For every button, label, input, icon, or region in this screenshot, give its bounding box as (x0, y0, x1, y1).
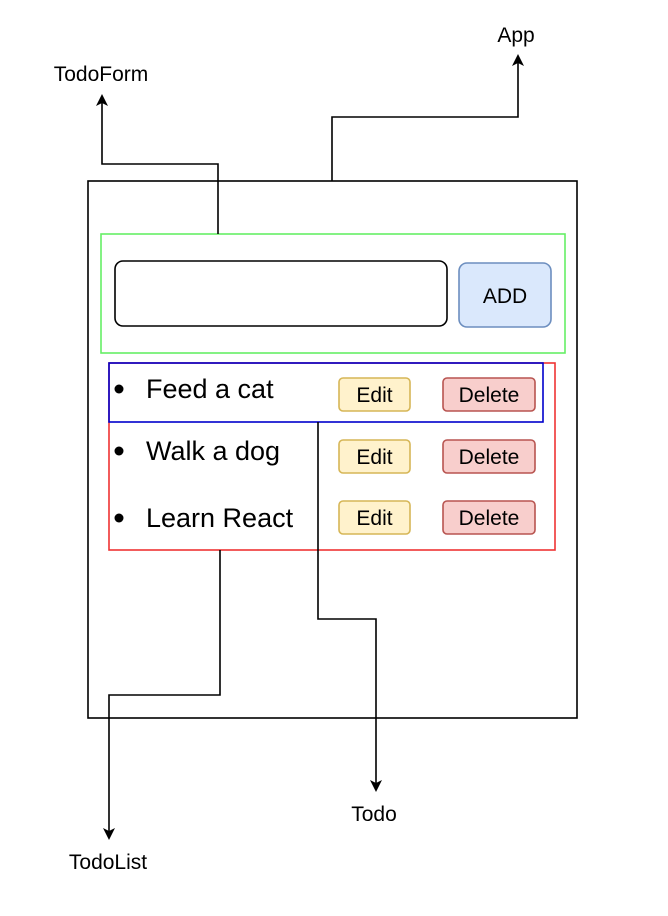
delete-button[interactable]: Delete (442, 500, 536, 535)
edit-button[interactable]: Edit (338, 439, 411, 474)
todo-text: Learn React (146, 503, 294, 533)
todo-form-label: TodoForm (54, 63, 149, 86)
todo-text: Walk a dog (146, 436, 280, 466)
todo-label: Todo (351, 803, 397, 826)
todo-list-label: TodoList (69, 851, 147, 874)
delete-button[interactable]: Delete (442, 377, 536, 412)
todo-form-connector-arrow (96, 94, 219, 234)
todo-item-box (108, 362, 544, 423)
app-label: App (497, 24, 534, 47)
bullet-icon (114, 384, 124, 394)
bullet-icon (114, 513, 124, 523)
edit-button[interactable]: Edit (338, 500, 411, 535)
todo-list-connector-arrow (103, 550, 221, 840)
edit-button-label: Edit (356, 384, 392, 407)
delete-button-label: Delete (459, 446, 520, 469)
add-button-label: ADD (483, 285, 527, 308)
edit-button-label: Edit (356, 507, 392, 530)
list-item: Learn React Edit Delete (114, 500, 536, 535)
app-connector-arrow (331, 54, 524, 181)
list-item: Feed a cat Edit Delete (114, 374, 536, 412)
add-button[interactable]: ADD (458, 262, 552, 328)
todo-form-box (100, 233, 566, 354)
todo-input[interactable] (114, 260, 448, 327)
delete-button-label: Delete (459, 384, 520, 407)
bullet-icon (114, 446, 124, 456)
todo-text: Feed a cat (146, 374, 274, 404)
todo-connector-arrow (317, 422, 382, 792)
edit-button-label: Edit (356, 446, 392, 469)
delete-button[interactable]: Delete (442, 439, 536, 474)
edit-button[interactable]: Edit (338, 377, 411, 412)
delete-button-label: Delete (459, 507, 520, 530)
list-item: Walk a dog Edit Delete (114, 436, 536, 474)
